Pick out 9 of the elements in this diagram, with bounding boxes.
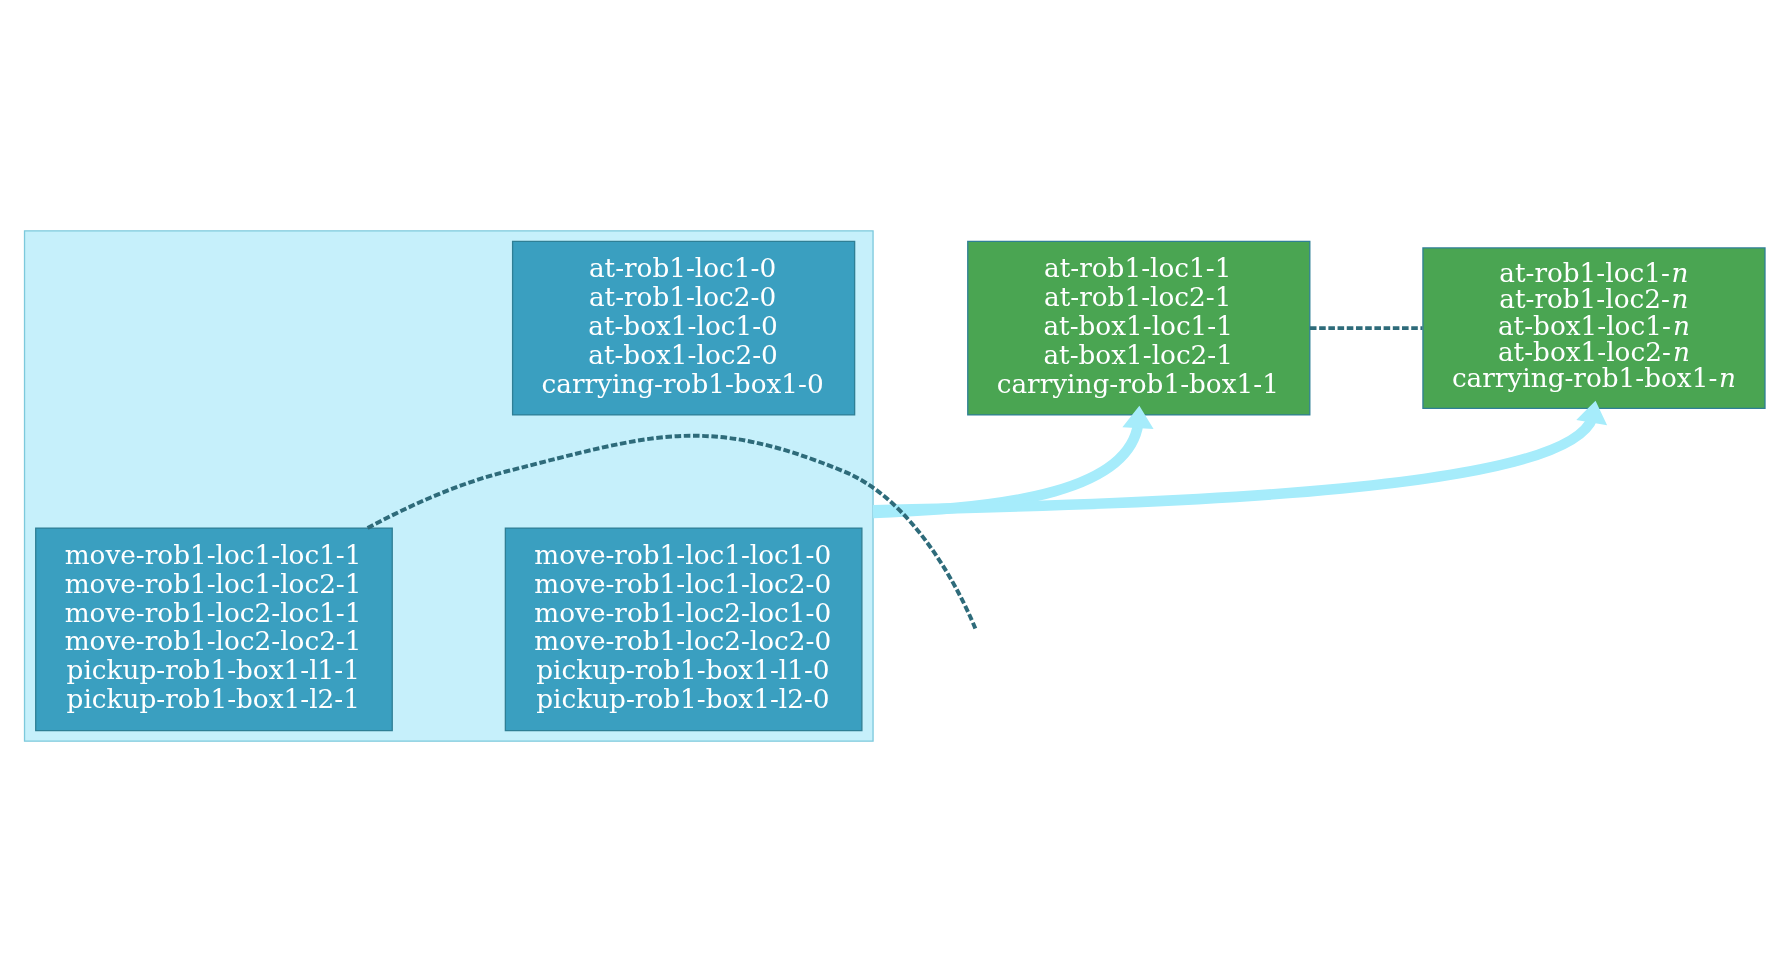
node-box: at-rob1-loc1-0 at-rob1-loc2-0 at-box1-loc1-0 at-box1-loc2-0 carrying-rob1-box1-0 bbox=[511, 240, 856, 416]
node-box: move-rob1-loc1-loc1-0 move-rob1-loc1-loc2-0 move-rob1-loc2-loc1-0 move-rob1-loc2-loc2-0 pickup-rob1-box1-l1-0 pickup-rob1-box1-l2-0 bbox=[504, 527, 863, 732]
arrow bbox=[872, 405, 1154, 519]
connector bbox=[1309, 326, 1423, 331]
node-box: move-rob1-loc1-loc1-1 move-rob1-loc1-loc2-1 move-rob1-loc2-loc1-1 move-rob1-loc2-loc2-1 pickup-rob1-box1-l1-1 pickup-rob1-box1-l2-1 bbox=[35, 527, 393, 732]
arrow bbox=[872, 400, 1608, 516]
node-box: at-rob1-loc1-1 at-rob1-loc2-1 at-box1-loc1-1 at-box1-loc2-1 carrying-rob1-box1-1 bbox=[967, 240, 1311, 416]
cluster bbox=[23, 230, 874, 742]
node-box: at-rob1-loc1-n at-rob1-loc2-n at-box1-loc1-n at-box1-loc2-n carrying-rob1-box1-n bbox=[1422, 247, 1766, 410]
